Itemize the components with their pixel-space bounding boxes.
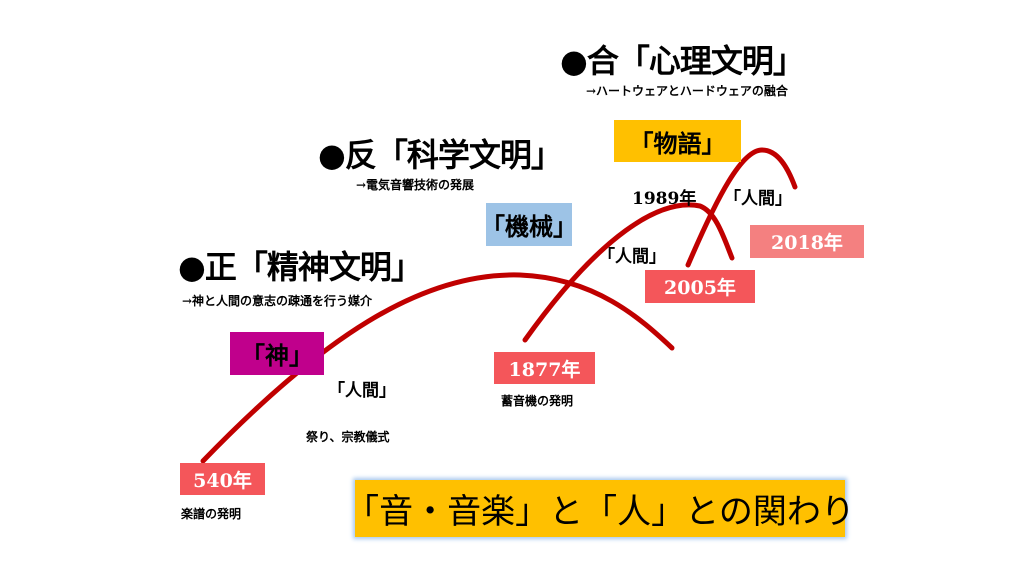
spiritual-civilization-curve: [200, 272, 675, 464]
notation-caption: 楽譜の発明: [181, 507, 242, 521]
story-phase-box: 「物語」: [614, 120, 741, 162]
scientific-civilization-curve: [522, 202, 735, 343]
year-2018-badge: 2018年: [750, 225, 864, 258]
thesis-note: →神と人間の意志の疎通を行う媒介: [182, 294, 373, 308]
year-2005-badge: 2005年: [645, 270, 755, 303]
human-label: 「人間」: [328, 381, 396, 401]
human-label: 「人間」: [598, 247, 666, 267]
slide-title: 「音・音楽」と「人」との関わり: [345, 480, 855, 537]
human-label: 「人間」: [724, 189, 792, 209]
synthesis-note: →ハートウェアとハードウェアの融合: [586, 84, 788, 98]
thesis-heading: ●正「精神文明」: [178, 248, 423, 286]
antithesis-note: →電気音響技術の発展: [356, 178, 475, 192]
rituals-note: 祭り、宗教儀式: [306, 430, 390, 444]
year-540-badge: 540年: [180, 463, 265, 495]
synthesis-heading: ●合「心理文明」: [560, 42, 805, 80]
phonograph-caption: 蓄音機の発明: [501, 394, 574, 408]
machine-phase-box: 「機械」: [481, 203, 577, 246]
psychological-civilization-curve: [685, 147, 798, 268]
antithesis-heading: ●反「科学文明」: [318, 136, 563, 174]
year-1989-label: 1989年: [632, 189, 697, 209]
god-phase-box: 「神」: [230, 332, 324, 375]
year-1877-badge: 1877年: [494, 352, 595, 384]
